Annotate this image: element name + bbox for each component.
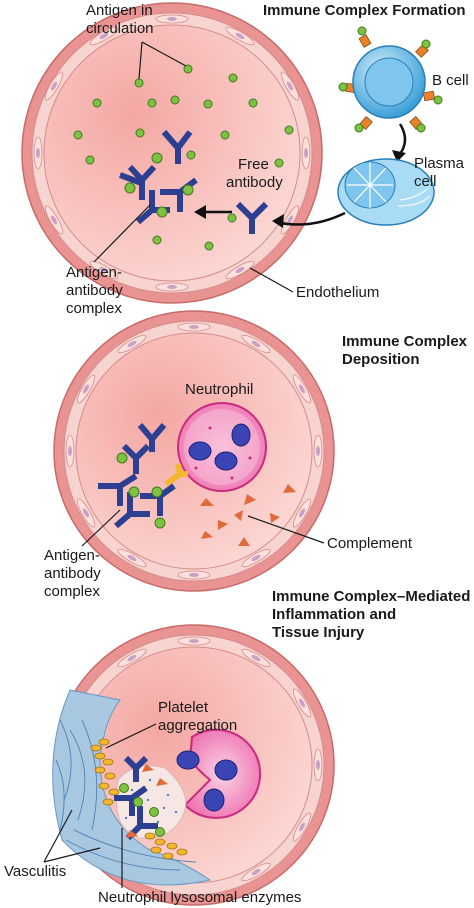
title-injury-line3: Tissue Injury (272, 624, 365, 641)
enzyme-cloud (115, 765, 187, 839)
title-deposition-line2: Deposition (342, 351, 420, 368)
label-antigen-line2: circulation (86, 20, 154, 37)
antigen-antibody-complex-2 (98, 423, 176, 529)
label-plasma-line2: cell (414, 173, 437, 190)
complement-fragments-3 (126, 764, 168, 838)
antigen-antibody-complex-1 (118, 130, 198, 225)
label-complex1-line1: Antigen- (66, 264, 122, 281)
vessel-lumen-1 (43, 24, 301, 282)
label-platelet-line2: aggregation (158, 717, 237, 734)
damaged-wall (52, 689, 212, 886)
complement-receptor (164, 463, 188, 487)
label-complex1-line2: antibody (66, 282, 123, 299)
label-vasculitis: Vasculitis (4, 863, 66, 880)
label-platelet-line1: Platelet (158, 699, 209, 716)
panel-complex-deposition: Immune Complex Deposition Neutrophil Com… (44, 310, 468, 600)
arrow-bcell-to-plasma (398, 123, 407, 155)
panel-immune-complex-formation: Immune Complex Formation Antigen in circ… (21, 2, 469, 317)
b-cell (338, 26, 443, 133)
label-complex1-line3: complex (66, 300, 122, 317)
label-complex2-line2: antibody (44, 565, 101, 582)
complement-fragments (200, 484, 296, 546)
enzyme-dots (124, 778, 178, 824)
title-injury-line1: Immune Complex–Mediated (272, 588, 470, 605)
label-complex2-line3: complex (44, 583, 100, 600)
label-complex2-line1: Antigen- (44, 547, 100, 564)
panel-inflammation-tissue-injury: Immune Complex–Mediated Inflammation and… (4, 588, 470, 906)
title-deposition-line1: Immune Complex (342, 333, 468, 350)
plasma-cell (337, 158, 435, 226)
antigens-circulation (73, 64, 294, 251)
platelet-aggregates (90, 738, 188, 860)
label-enzymes: Neutrophil lysosomal enzymes (98, 889, 301, 906)
neutrophil-2 (177, 402, 267, 492)
title-injury-line2: Inflammation and (272, 606, 396, 623)
free-antibody (235, 201, 269, 234)
label-antigen-line1: Antigen in (86, 2, 153, 19)
label-neutrophil: Neutrophil (185, 381, 253, 398)
label-free-line1: Free (238, 156, 269, 173)
label-complement: Complement (327, 535, 413, 552)
label-endothelium: Endothelium (296, 284, 379, 301)
label-plasma-line1: Plasma (414, 155, 465, 172)
label-free-line2: antibody (226, 174, 283, 191)
neutrophil-3 (176, 728, 262, 819)
label-b-cell: B cell (432, 72, 469, 89)
title-formation: Immune Complex Formation (263, 2, 466, 19)
